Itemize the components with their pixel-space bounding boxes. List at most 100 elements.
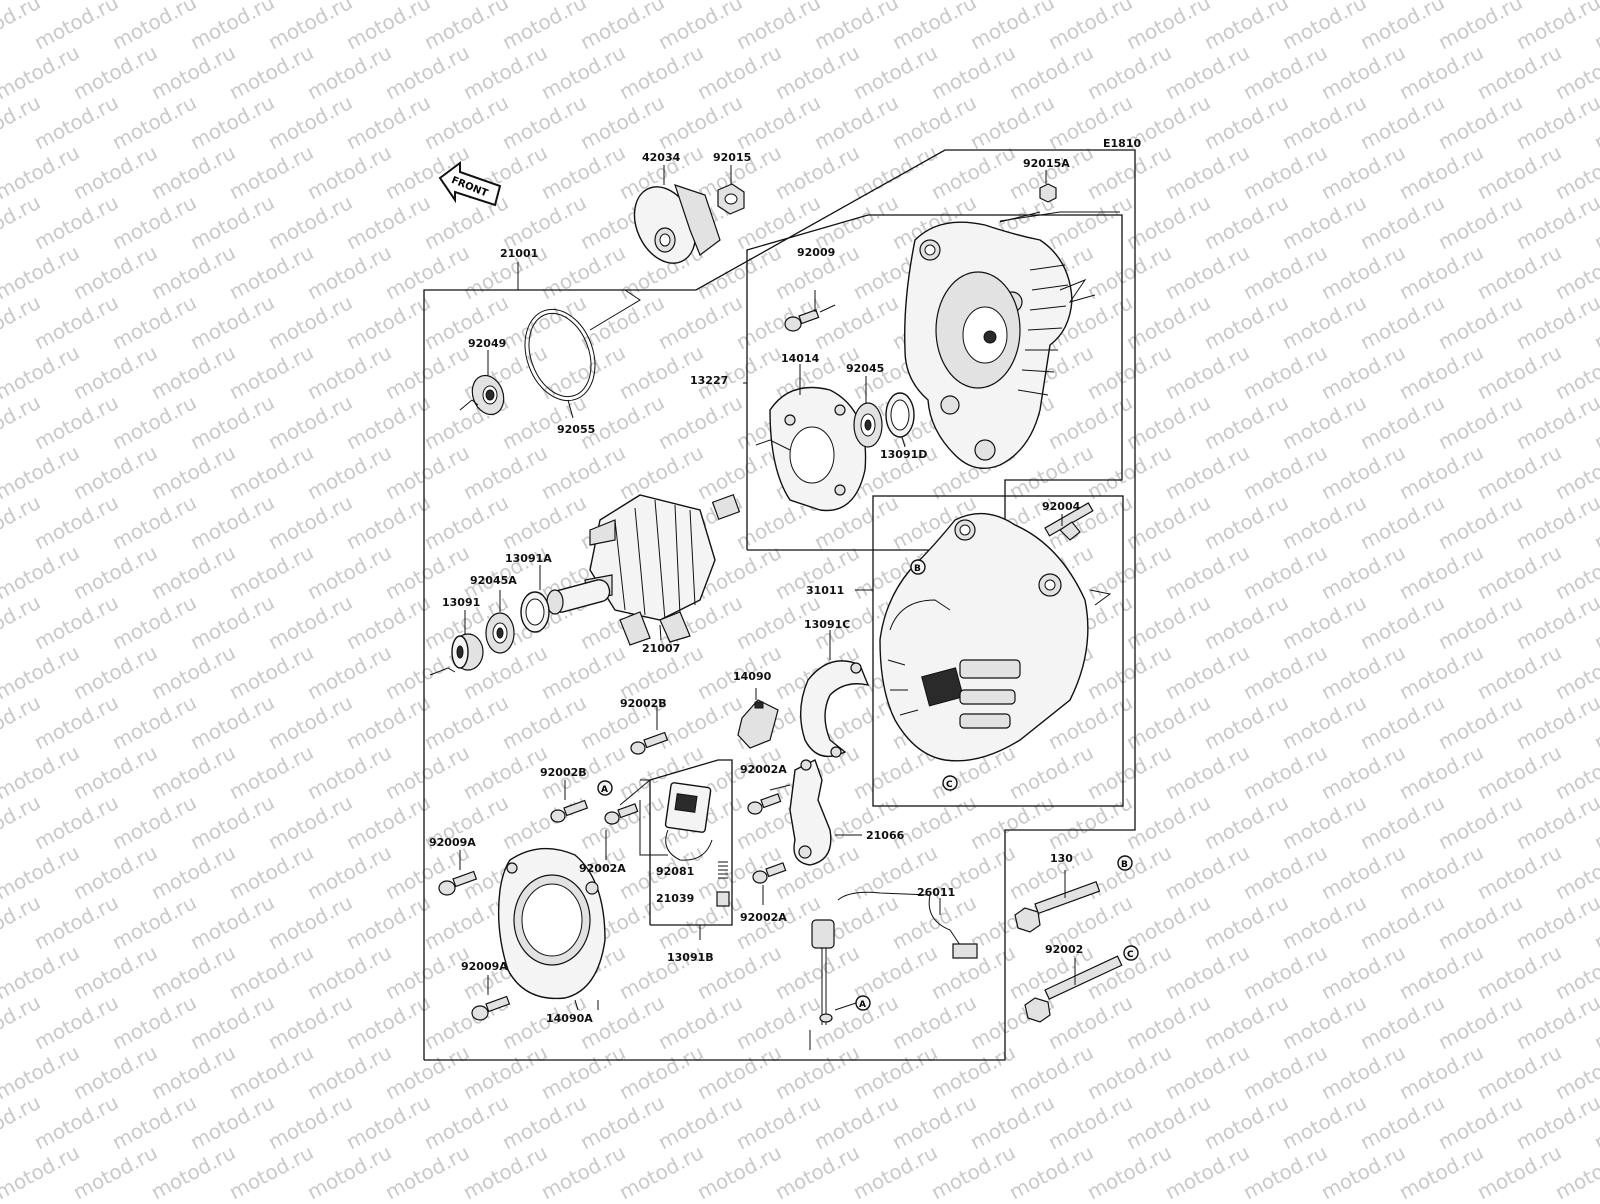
label-21039: 21039 (656, 892, 694, 905)
watermark-text: motod.ru (966, 790, 1058, 854)
watermark-text: motod.ru (1239, 640, 1331, 704)
watermark-text: motod.ru (1278, 590, 1370, 654)
watermark-text: motod.ru (1161, 140, 1253, 204)
watermark-text: motod.ru (69, 340, 161, 404)
watermark-text: motod.ru (147, 1040, 239, 1104)
watermark-text: motod.ru (1395, 140, 1487, 204)
watermark-text: motod.ru (264, 390, 356, 454)
watermark-text: motod.ru (1083, 240, 1175, 304)
svg-text:A: A (601, 785, 608, 795)
watermark-text: motod.ru (1083, 540, 1175, 604)
watermark-text: motod.ru (966, 0, 1058, 54)
watermark-text: motod.ru (225, 140, 317, 204)
watermark-text: motod.ru (1161, 740, 1253, 804)
watermark-text: motod.ru (1278, 990, 1370, 1054)
watermark-text: motod.ru (1200, 990, 1292, 1054)
watermark-text: motod.ru (342, 90, 434, 154)
watermark-text: motod.ru (1317, 40, 1409, 104)
label-26011: 26011 (917, 886, 955, 899)
watermark-text: motod.ru (654, 1090, 746, 1154)
watermark-text: motod.ru (498, 90, 590, 154)
plate-21066 (789, 759, 862, 866)
screw-92009A-upper (438, 850, 478, 896)
watermark-text: motod.ru (1278, 190, 1370, 254)
watermark-text: motod.ru (1200, 790, 1292, 854)
watermark-text: motod.ru (1395, 940, 1487, 1004)
assembly-outline-21001 (423, 149, 1136, 1061)
watermark-text: motod.ru (1161, 40, 1253, 104)
watermark-text: motod.ru (1239, 340, 1331, 404)
watermark-text: motod.ru (381, 240, 473, 304)
watermark-text: motod.ru (1473, 740, 1565, 804)
watermark-text: motod.ru (1200, 290, 1292, 354)
label-92055: 92055 (557, 423, 595, 436)
watermark-text: motod.ru (459, 740, 551, 804)
watermark-text: motod.ru (108, 790, 200, 854)
watermark-text: motod.ru (1317, 840, 1409, 904)
watermark-text: motod.ru (771, 1040, 863, 1104)
watermark-text: motod.ru (303, 640, 395, 704)
watermark-text: motod.ru (1122, 990, 1214, 1054)
watermark-text: motod.ru (1473, 940, 1565, 1004)
watermark-text: motod.ru (381, 840, 473, 904)
watermark-text: motod.ru (1278, 790, 1370, 854)
watermark-text: motod.ru (537, 640, 629, 704)
watermark-text: motod.ru (1395, 1140, 1487, 1200)
watermark-text: motod.ru (654, 990, 746, 1054)
watermark-text: motod.ru (264, 890, 356, 954)
label-92009A-upper: 92009A (429, 836, 476, 849)
watermark-text: motod.ru (1434, 1090, 1526, 1154)
watermark-text: motod.ru (1239, 240, 1331, 304)
watermark-text: motod.ru (576, 0, 668, 54)
watermark-text: motod.ru (108, 690, 200, 754)
watermark-text: motod.ru (576, 90, 668, 154)
watermark-text: motod.ru (1122, 390, 1214, 454)
watermark-text: motod.ru (654, 0, 746, 54)
watermark-text: motod.ru (1356, 890, 1448, 954)
watermark-text: motod.ru (69, 1140, 161, 1200)
pulley-42034 (633, 165, 721, 264)
watermark-text: motod.ru (1083, 840, 1175, 904)
watermark-text: motod.ru (69, 40, 161, 104)
watermark-text: motod.ru (693, 940, 785, 1004)
watermark-text: motod.ru (303, 340, 395, 404)
watermark-text: motod.ru (1356, 690, 1448, 754)
watermark-text: motod.ru (225, 540, 317, 604)
watermark-text: motod.ru (537, 140, 629, 204)
watermark-text: motod.ru (186, 490, 278, 554)
watermark-text: motod.ru (459, 1140, 551, 1200)
watermark-text: motod.ru (420, 690, 512, 754)
watermark-text: motod.ru (1122, 790, 1214, 854)
watermark-text: motod.ru (1395, 340, 1487, 404)
watermark-text: motod.ru (849, 140, 941, 204)
lead-26011 (809, 891, 978, 1050)
watermark-text: motod.ru (459, 40, 551, 104)
watermark-text: motod.ru (186, 690, 278, 754)
watermark-text: motod.ru (1278, 290, 1370, 354)
watermark-text: motod.ru (810, 1090, 902, 1154)
watermark-text: motod.ru (849, 940, 941, 1004)
rotor-21007 (546, 494, 741, 646)
watermark-text: motod.ru (147, 340, 239, 404)
cover-14090A (497, 847, 606, 1011)
watermark-text: motod.ru (1083, 1140, 1175, 1200)
screw-92002A-left (604, 779, 651, 860)
watermark-text: motod.ru (1239, 440, 1331, 504)
regulator (639, 782, 713, 861)
watermark-text: motod.ru (30, 890, 122, 954)
watermark-text: motod.ru (303, 740, 395, 804)
watermark-text: motod.ru (420, 1090, 512, 1154)
watermark-text: motod.ru (225, 640, 317, 704)
watermark-text: motod.ru (498, 190, 590, 254)
watermark-text: motod.ru (147, 840, 239, 904)
watermark-text: motod.ru (1161, 1040, 1253, 1104)
watermark-text: motod.ru (693, 340, 785, 404)
watermark-text: motod.ru (615, 40, 707, 104)
watermark-text: motod.ru (615, 340, 707, 404)
watermark-text: motod.ru (1395, 40, 1487, 104)
watermark-text: motod.ru (1122, 0, 1214, 54)
screw-92009A-lower (471, 975, 511, 1021)
watermark-text: motod.ru (69, 940, 161, 1004)
watermark-text: motod.ru (615, 1040, 707, 1104)
watermark-text: motod.ru (303, 440, 395, 504)
